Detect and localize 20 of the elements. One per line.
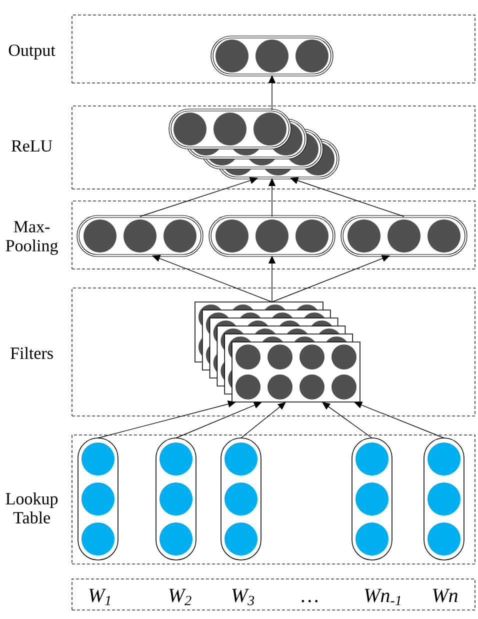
capsule-stack bbox=[168, 108, 340, 180]
vector-capsule bbox=[424, 438, 464, 560]
vector-capsule bbox=[76, 215, 204, 257]
vector-capsule bbox=[208, 215, 336, 257]
vector-capsule bbox=[156, 438, 196, 560]
vector-capsule bbox=[210, 36, 334, 76]
layer-label: Filters bbox=[10, 347, 53, 359]
word-label: … bbox=[302, 600, 318, 602]
layer-label: Max- Pooling bbox=[6, 221, 58, 255]
vector-capsule bbox=[352, 438, 392, 560]
word-label: W$_{1}$ bbox=[89, 588, 110, 606]
layer-label: Lookup Table bbox=[6, 492, 58, 524]
word-label: Wn$_{-1}$ bbox=[364, 588, 400, 606]
vector-capsule bbox=[220, 438, 262, 560]
layer-label: Output bbox=[8, 44, 56, 60]
word-label: Wn bbox=[432, 588, 458, 602]
vector-capsule bbox=[78, 438, 118, 560]
layer-label: ReLU bbox=[12, 140, 52, 152]
word-label: W$_{2}$ bbox=[169, 588, 192, 606]
word-label: W$_{3}$ bbox=[232, 588, 254, 606]
